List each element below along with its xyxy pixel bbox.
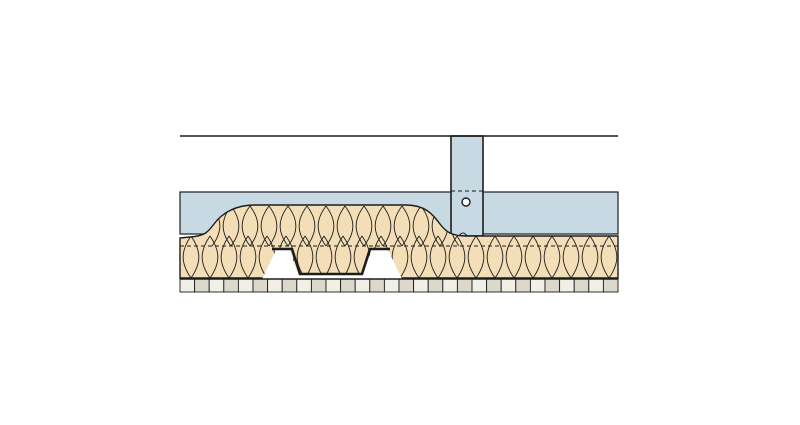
tile xyxy=(544,278,561,293)
wool-fiber xyxy=(551,235,572,278)
wool-fiber xyxy=(401,205,422,247)
wool-fiber xyxy=(608,235,618,278)
steel-channel-outline xyxy=(272,247,390,276)
wool-fiber xyxy=(570,235,591,278)
tile xyxy=(602,278,619,293)
tile xyxy=(267,278,283,293)
fixing-hole xyxy=(461,197,471,207)
tile xyxy=(515,278,531,293)
tile-strip xyxy=(179,278,619,293)
tile xyxy=(369,278,385,293)
wool-fiber xyxy=(230,205,251,247)
tile xyxy=(573,278,590,293)
tile xyxy=(529,278,546,293)
wool-fiber xyxy=(494,235,515,278)
wool-fiber xyxy=(363,205,384,247)
anchor-mark xyxy=(458,232,468,237)
wool-fiber xyxy=(475,235,496,278)
tile xyxy=(559,278,575,293)
tile xyxy=(325,278,342,293)
tile xyxy=(179,278,196,293)
tile xyxy=(237,278,254,293)
steel-channel-section xyxy=(262,250,402,279)
wool-fiber xyxy=(287,205,308,247)
wool-fiber xyxy=(382,205,403,247)
wool-fiber xyxy=(325,205,346,247)
tile xyxy=(471,278,488,293)
tile xyxy=(442,278,458,293)
wool-fiber xyxy=(513,235,534,278)
tile xyxy=(456,278,473,293)
tile xyxy=(281,278,298,293)
tile xyxy=(486,278,502,293)
tile xyxy=(500,278,517,293)
tile xyxy=(208,278,225,293)
tile xyxy=(194,278,210,293)
wool-fiber xyxy=(180,235,192,278)
wool-fiber xyxy=(249,205,270,247)
tile xyxy=(310,278,327,293)
tile xyxy=(588,278,604,293)
tile xyxy=(252,278,269,293)
tile xyxy=(398,278,415,293)
wool-fiber xyxy=(306,205,327,247)
wool-pattern xyxy=(180,205,647,278)
tile xyxy=(340,278,356,293)
tile xyxy=(354,278,371,293)
wool-fiber xyxy=(268,205,289,247)
wool-fiber xyxy=(589,235,610,278)
wool-fiber xyxy=(456,235,477,278)
tile xyxy=(223,278,239,293)
vertical-hanger xyxy=(450,135,484,237)
tile xyxy=(383,278,400,293)
tile xyxy=(296,278,312,293)
wool-fiber xyxy=(190,235,211,278)
wool-fiber xyxy=(344,205,365,247)
tile xyxy=(427,278,444,293)
wool-fiber xyxy=(532,235,553,278)
tile xyxy=(413,278,429,293)
wool-fiber xyxy=(628,236,647,278)
